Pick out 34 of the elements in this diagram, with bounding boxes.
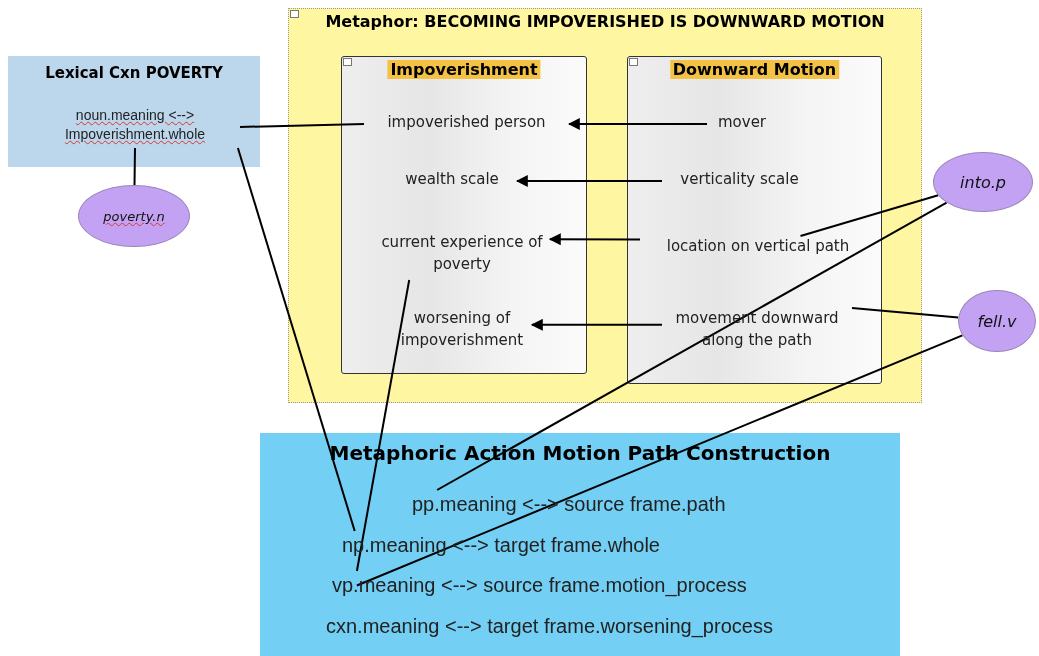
arrow bbox=[567, 118, 708, 130]
connector-line bbox=[133, 147, 136, 186]
constraint-text: noun.meaning <--> Impoverishment.whole bbox=[30, 106, 240, 148]
frame-panel bbox=[627, 56, 882, 384]
metaphor-panel bbox=[288, 8, 922, 403]
frame-panel bbox=[341, 56, 587, 374]
arrow bbox=[515, 175, 663, 187]
arrow bbox=[548, 233, 641, 246]
connector-line bbox=[355, 334, 964, 587]
lexical-unit-ellipse: poverty.n bbox=[78, 185, 190, 247]
construction-panel bbox=[8, 56, 260, 167]
connector-line bbox=[236, 147, 356, 532]
connector-line bbox=[799, 194, 940, 237]
panel-title: Metaphor: BECOMING IMPOVERISHED IS DOWNWARD MOTION bbox=[325, 12, 885, 31]
construction-panel bbox=[260, 433, 900, 656]
frame-element-text: current experience of poverty bbox=[374, 232, 550, 280]
arrow bbox=[530, 318, 663, 331]
connector-line bbox=[851, 307, 960, 319]
frame-element-text: mover bbox=[707, 112, 777, 136]
lexical-unit-ellipse: into.p bbox=[933, 152, 1033, 212]
frame-title: Impoverishment bbox=[387, 60, 541, 79]
connector-line bbox=[355, 279, 411, 572]
frame-element-text: location on vertical path bbox=[640, 236, 876, 260]
connector-line bbox=[436, 201, 948, 491]
frame-element-text: verticality scale bbox=[662, 169, 817, 193]
constraint-text: vp.meaning <--> source frame.motion_process bbox=[332, 571, 747, 600]
connector-line bbox=[239, 123, 365, 128]
frame-element-text: impoverished person bbox=[364, 112, 569, 136]
panel-title: Lexical Cxn POVERTY bbox=[45, 64, 223, 82]
frame-element-text: wealth scale bbox=[387, 169, 517, 193]
frame-title: Downward Motion bbox=[669, 60, 840, 79]
constraint-text: cxn.meaning <--> target frame.worsening_process bbox=[326, 612, 773, 641]
frame-element-text: worsening of impoverishment bbox=[392, 308, 532, 356]
lexical-unit-ellipse: fell.v bbox=[958, 290, 1036, 352]
